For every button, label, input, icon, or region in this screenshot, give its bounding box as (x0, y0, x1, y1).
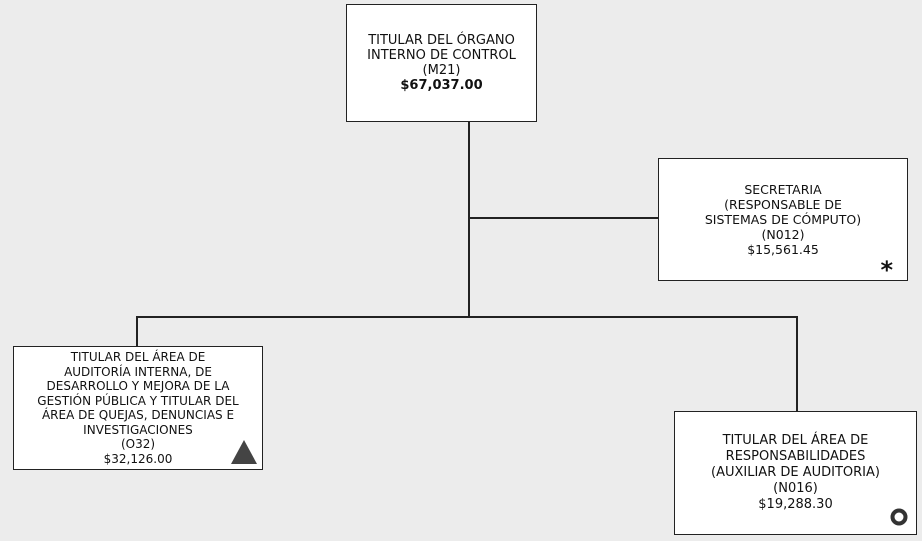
node-title-line: AUDITORÍA INTERNA, DE (64, 364, 212, 379)
node-title-line: INVESTIGACIONES (83, 422, 193, 437)
node-auditoria-interna: TITULAR DEL ÁREA DE AUDITORÍA INTERNA, D… (13, 346, 263, 470)
node-title-line: TITULAR DEL ÓRGANO (368, 33, 515, 48)
node-title-line: (RESPONSABLE DE (724, 197, 842, 212)
node-salary: $67,037.00 (400, 78, 483, 93)
node-salary: $15,561.45 (747, 242, 819, 257)
connector-right-drop (796, 316, 798, 412)
node-titular-organo-interno: TITULAR DEL ÓRGANO INTERNO DE CONTROL (M… (346, 4, 537, 122)
node-title-line: TITULAR DEL ÁREA DE (70, 350, 206, 364)
node-code: (O32) (120, 437, 156, 451)
node-title-line: GESTIÓN PÚBLICA Y TITULAR DEL (37, 393, 239, 408)
node-code: (M21) (422, 63, 461, 78)
triangle-icon (231, 440, 257, 464)
connector-secretaria (469, 217, 659, 219)
node-salary: $19,288.30 (758, 497, 833, 512)
node-code: (N016) (773, 481, 818, 496)
node-title-line: (AUXILIAR DE AUDITORIA) (711, 465, 880, 480)
node-title-line: ÁREA DE QUEJAS, DENUNCIAS E (41, 408, 235, 422)
node-title-line: INTERNO DE CONTROL (367, 48, 516, 63)
node-title-line: RESPONSABILIDADES (725, 449, 866, 464)
node-title-line: SECRETARIA (744, 182, 822, 197)
node-secretaria: SECRETARIA (RESPONSABLE DE SISTEMAS DE C… (658, 158, 908, 284)
node-salary: $32,126.00 (103, 451, 173, 466)
node-title-line: DESARROLLO Y MEJORA DE LA (46, 379, 230, 393)
node-area-responsabilidades: TITULAR DEL ÁREA DE RESPONSABILIDADES (A… (674, 411, 917, 535)
connector-main-vertical (468, 121, 470, 318)
node-title-line: SISTEMAS DE CÓMPUTO) (704, 212, 862, 227)
circle-icon (890, 508, 908, 526)
connector-left-drop (136, 316, 138, 347)
asterisk-icon: * (880, 256, 893, 284)
connector-bottom-horizontal (136, 316, 798, 318)
node-code: (N012) (761, 227, 805, 242)
node-title-line: TITULAR DEL ÁREA DE (722, 433, 869, 448)
